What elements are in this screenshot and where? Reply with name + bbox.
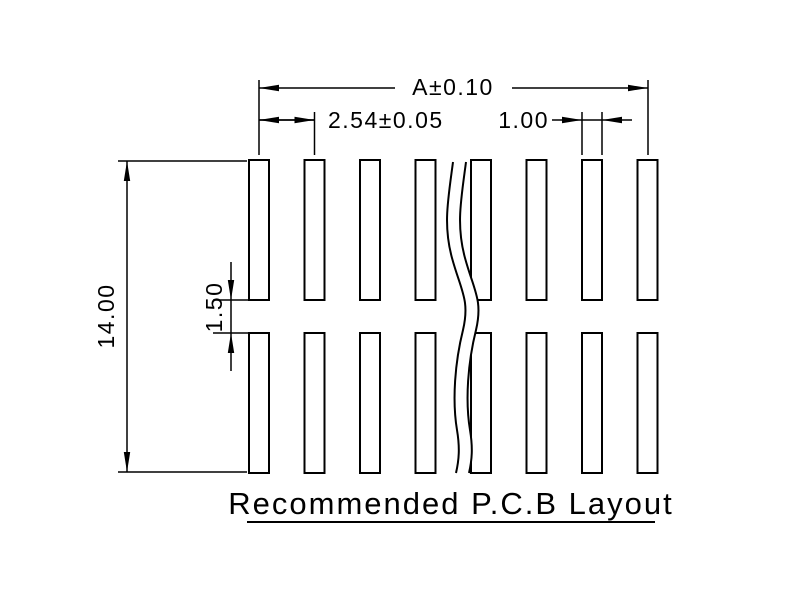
dim-overall-width: A±0.10 [258, 74, 649, 155]
pcb-pad [581, 159, 603, 301]
pcb-pad [636, 332, 659, 474]
dim-overall-height: 14.00 [93, 160, 247, 473]
dim-row-gap-label: 1.50 [201, 282, 227, 333]
dim-pitch-label: 2.54±0.05 [328, 107, 444, 133]
pcb-pad [248, 159, 270, 301]
pcb-pad [414, 332, 437, 474]
pad-grid [248, 159, 659, 474]
pcb-pad [303, 159, 326, 301]
pcb-pad [470, 332, 492, 474]
dim-pad-width-label: 1.00 [498, 107, 549, 133]
pcb-pad [581, 332, 603, 474]
pcb-pad [303, 332, 326, 474]
dim-pad-width: 1.00 [498, 107, 632, 155]
break-line-right [459, 161, 480, 474]
drawing-title: Recommended P.C.B Layout [228, 486, 674, 521]
pcb-pad [470, 159, 492, 301]
break-line-left [446, 161, 467, 474]
dim-overall-width-label: A±0.10 [412, 74, 494, 100]
dim-pitch: 2.54±0.05 [259, 107, 444, 155]
dim-row-gap: 1.50 [201, 262, 250, 371]
pcb-pad [525, 332, 548, 474]
pcb-pad [636, 159, 659, 301]
pcb-pad [359, 332, 381, 474]
pcb-pad [359, 159, 381, 301]
pcb-pad [248, 332, 270, 474]
drawing-title-block: Recommended P.C.B Layout [228, 486, 674, 523]
pcb-pad [525, 159, 548, 301]
pcb-pad [414, 159, 437, 301]
break-line [446, 161, 480, 474]
dim-overall-height-label: 14.00 [93, 283, 119, 348]
